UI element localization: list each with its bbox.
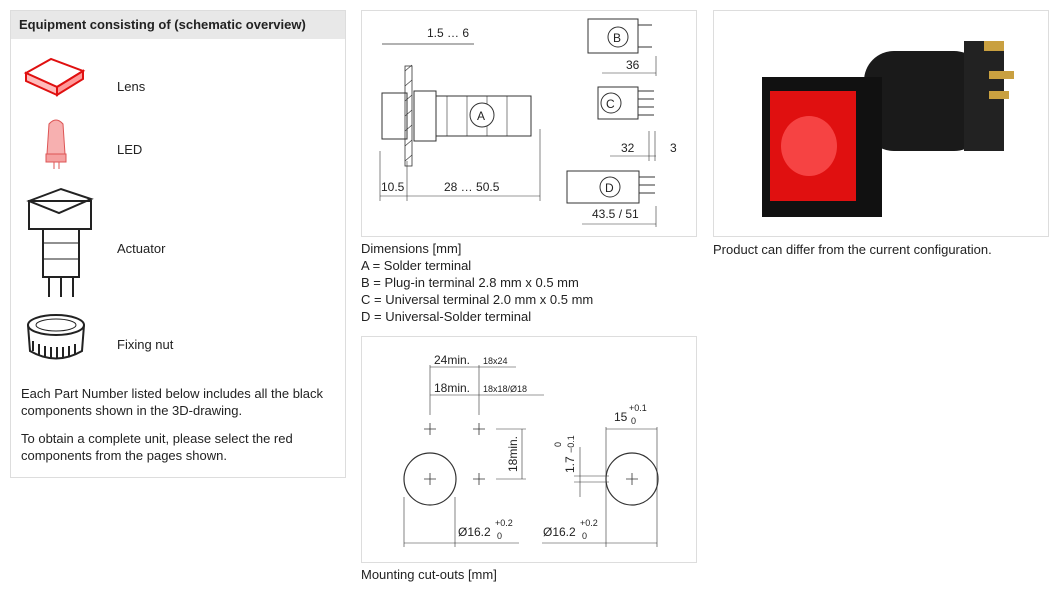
panel-title: Equipment consisting of (schematic overv…	[11, 11, 345, 39]
dim-s24: 18x24	[483, 356, 508, 366]
dim-s18: 18x18/Ø18	[483, 384, 527, 394]
dim-key: 1.7	[563, 456, 577, 473]
dim-d2-upper: +0.2	[580, 518, 598, 528]
dim-c: 32	[621, 141, 635, 155]
cutout-diagram: 24min. 18x24 18min. 18x18/Ø18 18min. Ø16…	[403, 353, 659, 547]
component-fixing-nut: Fixing nut	[11, 311, 341, 371]
caption-line: Dimensions [mm]	[361, 241, 462, 256]
dim-key-upper: 0	[553, 442, 563, 447]
actuator-icon	[26, 187, 94, 297]
dim-key-lower: −0.1	[566, 435, 576, 453]
cutouts-caption: Mounting cut-outs [mm]	[361, 567, 497, 582]
component-led: LED	[11, 116, 341, 171]
label-a: A	[477, 109, 485, 123]
dim-d: 43.5 / 51	[592, 207, 639, 221]
caption-line: D = Universal-Solder terminal	[361, 309, 532, 324]
component-label: LED	[117, 142, 143, 157]
dim-front: 10.5	[381, 180, 405, 194]
lens-icon	[23, 57, 86, 97]
product-caption: Product can differ from the current conf…	[713, 242, 992, 257]
caption-line: C = Universal terminal 2.0 mm x 0.5 mm	[361, 292, 594, 307]
caption-line: A = Solder terminal	[361, 258, 472, 273]
component-label: Lens	[117, 79, 146, 94]
dim-b: 36	[626, 58, 640, 72]
dim-d1: Ø16.2	[458, 525, 491, 539]
equipment-panel: Equipment consisting of (schematic overv…	[10, 10, 346, 478]
component-actuator: Actuator	[11, 181, 341, 306]
dim-d1-lower: 0	[497, 531, 502, 541]
label-d: D	[605, 181, 614, 195]
dim-length: 28 … 50.5	[444, 180, 500, 194]
component-label: Actuator	[117, 241, 166, 256]
fixing-nut-icon	[27, 314, 85, 360]
dimensions-caption: Dimensions [mm] A = Solder terminal B = …	[361, 240, 593, 325]
dim-w24: 24min.	[434, 353, 470, 367]
dimension-diagram: 1.5 … 6 A 10.5 28 … 50.5 B 36 C 32 3 D 4…	[379, 18, 677, 227]
dim-d2: Ø16.2	[543, 525, 576, 539]
cutouts-drawing: 24min. 18x24 18min. 18x18/Ø18 18min. Ø16…	[361, 336, 697, 563]
product-image	[713, 10, 1049, 237]
dim-d1-upper: +0.2	[495, 518, 513, 528]
info-paragraph: Each Part Number listed below includes a…	[21, 386, 324, 418]
dim-h18: 18min.	[506, 436, 520, 472]
dim-w15-lower: 0	[631, 416, 636, 426]
dim-panel: 1.5 … 6	[427, 26, 469, 40]
info-paragraph: To obtain a complete unit, please select…	[21, 431, 293, 463]
dim-d2-lower: 0	[582, 531, 587, 541]
dim-c-tail: 3	[670, 141, 677, 155]
label-b: B	[613, 31, 621, 45]
dim-w15-upper: +0.1	[629, 403, 647, 413]
dim-w15: 15	[614, 410, 628, 424]
dimensions-drawing: 1.5 … 6 A 10.5 28 … 50.5 B 36 C 32 3 D 4…	[361, 10, 697, 237]
component-lens: Lens	[11, 51, 341, 101]
led-icon	[45, 119, 67, 169]
caption-line: B = Plug-in terminal 2.8 mm x 0.5 mm	[361, 275, 579, 290]
component-label: Fixing nut	[117, 337, 174, 352]
dim-w18: 18min.	[434, 381, 470, 395]
label-c: C	[606, 97, 615, 111]
product-photo	[762, 41, 1014, 217]
